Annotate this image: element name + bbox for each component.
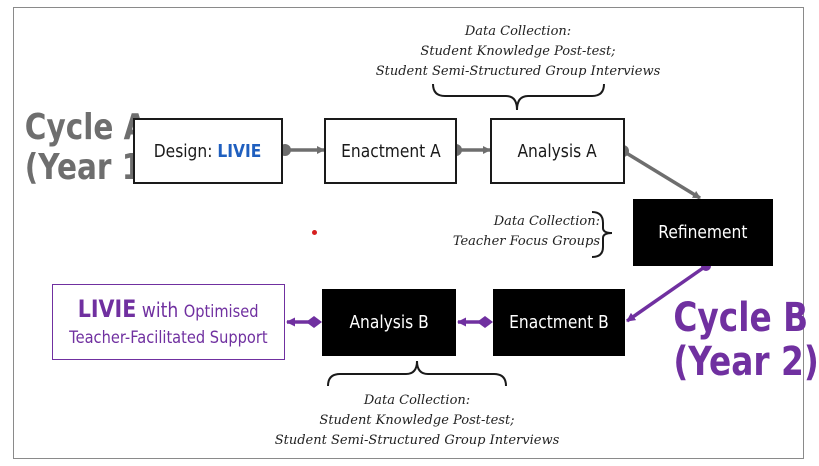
design-livie-highlight: LIVIE xyxy=(217,140,262,162)
red-dot xyxy=(312,230,317,235)
enactment-a-box: Enactment A xyxy=(324,118,457,184)
brace-data-collection-refinement xyxy=(591,211,613,258)
design-livie-box: Design: LIVIE xyxy=(133,118,283,184)
cycle-a-title: Cycle A xyxy=(24,107,147,148)
refinement-label: Refinement xyxy=(658,222,748,243)
dc-a-heading: Data Collection: xyxy=(464,24,572,39)
livie-optimised-box: LIVIE with Optimised Teacher-Facilitated… xyxy=(52,284,285,360)
connector-design-to-enactment-a xyxy=(279,144,325,156)
dc-b-line3: Student Semi-Structured Group Interviews xyxy=(274,433,560,448)
dc-b-line2: Student Knowledge Post-test; xyxy=(319,413,515,428)
connector-analysis-b-to-livie xyxy=(286,316,322,328)
data-collection-a: Data Collection: Student Knowledge Post-… xyxy=(360,22,676,82)
analysis-a-box: Analysis A xyxy=(490,118,625,184)
refinement-box: Refinement xyxy=(633,199,773,266)
data-collection-refinement: Data Collection: Teacher Focus Groups xyxy=(420,212,600,252)
analysis-b-label: Analysis B xyxy=(349,312,429,333)
enactment-a-label: Enactment A xyxy=(340,140,441,162)
diagram-frame xyxy=(13,7,804,459)
livie-optimised-line2: Teacher-Facilitated Support xyxy=(69,327,268,348)
livie-bold: LIVIE xyxy=(78,294,137,323)
brace-data-collection-a xyxy=(432,83,605,111)
cycle-b-year: (Year 2) xyxy=(673,339,819,385)
data-collection-b: Data Collection: Student Knowledge Post-… xyxy=(252,391,582,451)
connector-enactment-b-to-analysis-b xyxy=(457,316,493,328)
cycle-a-label: Cycle A (Year 1) xyxy=(24,107,156,188)
design-livie-text: Design: LIVIE xyxy=(154,141,262,162)
livie-optimised: Optimised xyxy=(184,301,259,322)
dc-b-heading: Data Collection: xyxy=(363,393,471,408)
cycle-b-title: Cycle B xyxy=(673,295,809,341)
enactment-b-box: Enactment B xyxy=(493,289,625,356)
enactment-b-label: Enactment B xyxy=(509,312,609,333)
analysis-a-label: Analysis A xyxy=(517,140,598,162)
livie-optimised-line1: LIVIE with Optimised xyxy=(78,295,259,326)
dc-refine-line2: Teacher Focus Groups xyxy=(452,234,600,249)
analysis-b-box: Analysis B xyxy=(322,289,456,356)
brace-data-collection-b xyxy=(327,360,507,387)
cycle-b-label: Cycle B (Year 2) xyxy=(673,295,819,385)
dc-refine-heading: Data Collection: xyxy=(493,214,600,229)
design-prefix: Design: xyxy=(154,140,218,162)
dc-a-line3: Student Semi-Structured Group Interviews xyxy=(375,64,661,79)
cycle-a-year: (Year 1) xyxy=(24,147,156,188)
dc-a-line2: Student Knowledge Post-test; xyxy=(420,44,616,59)
connector-analysis-a-to-refinement xyxy=(617,145,701,200)
livie-with: with xyxy=(136,297,185,322)
